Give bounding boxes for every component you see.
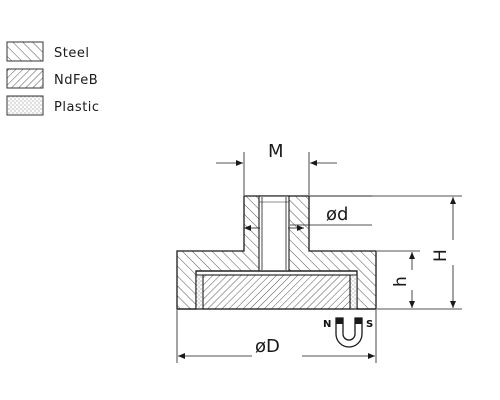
dim-label-m: M [268,141,284,162]
plastic-stipple-icon [6,95,44,116]
dimension-total-h: H [310,195,462,308]
dim-label-h-small: h [391,276,411,287]
legend-item-steel: Steel [6,41,89,62]
legend-label-steel: Steel [54,46,89,61]
legend-item-ndfeb: NdFeB [6,68,98,89]
dim-label-outer-d: øD [255,336,280,357]
pole-label-south: S [366,319,373,330]
cross-section [176,195,377,310]
pole-label-north: N [323,319,331,330]
legend-label-ndfeb: NdFeB [54,73,98,88]
dimension-outer-d: øD [176,310,377,363]
dim-label-h-large: H [431,249,451,262]
plastic-ring-left [195,274,204,310]
legend-label-plastic: Plastic [54,100,100,115]
ndfeb-hatch-icon [6,68,44,89]
steel-hatch-icon [6,41,44,62]
plastic-ring-right [349,274,358,310]
dim-label-bore: ød [326,204,348,225]
ndfeb-magnet [202,274,351,310]
threaded-bore [258,195,290,272]
dimension-thread-m: M [216,141,337,195]
legend: Steel NdFeB Plastic [6,41,100,116]
horseshoe-magnet-icon: N S [323,317,373,348]
legend-item-plastic: Plastic [6,95,100,116]
dimension-base-h: h [377,250,462,310]
